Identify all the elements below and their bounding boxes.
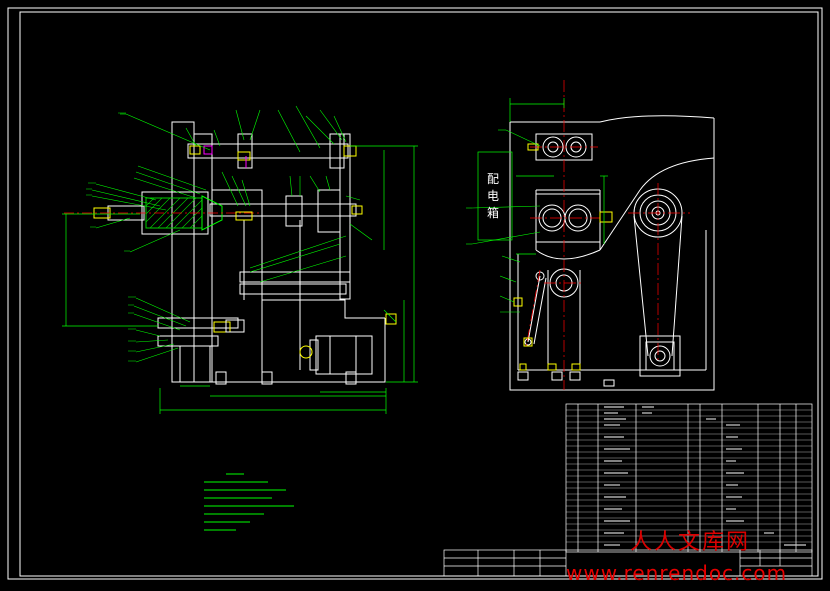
right-belt [633, 215, 683, 357]
title-block [443, 549, 813, 577]
watermark-logo-text: 人人文库网 [630, 530, 751, 555]
distribution-box-label-2: 电 [487, 189, 500, 203]
distribution-box-label-1: 配 [487, 172, 500, 186]
parts-list-table [565, 403, 813, 553]
left-dimensions [62, 145, 418, 414]
distribution-box-label-3: 箱 [487, 206, 500, 220]
parts-list-text-marks [604, 406, 806, 546]
left-leaders [91, 105, 397, 363]
technical-notes [204, 473, 294, 531]
right-leaders [466, 129, 541, 313]
drawing-frame [7, 7, 823, 580]
watermark-url: www.renrendoc.com [566, 561, 788, 585]
left-part-numbers [86, 112, 136, 362]
left-cylinder-section [64, 191, 260, 235]
right-center-lines [525, 80, 690, 390]
parts-list-rows [566, 409, 812, 543]
